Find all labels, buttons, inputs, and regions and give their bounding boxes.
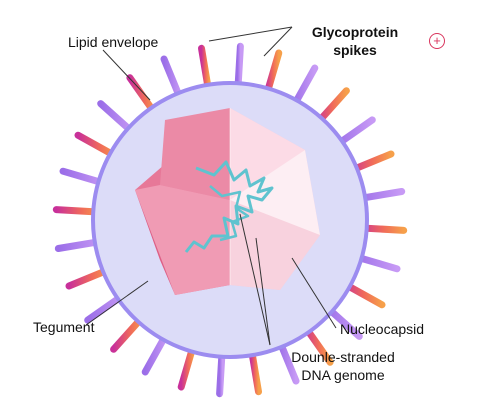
leader-dna-1 xyxy=(239,213,271,346)
glycoprotein-label-line1: Glycoprotein xyxy=(311,24,399,40)
leader-tegument xyxy=(85,280,149,326)
leader-lipid-envelope xyxy=(102,49,151,101)
nucleocapsid-label: Nucleocapsid xyxy=(340,321,425,337)
dna-genome-label: Dounle-stranded DNA genome xyxy=(282,348,404,384)
leader-glycoprotein-2 xyxy=(263,26,293,57)
lipid-envelope-label: Lipid envelope xyxy=(68,34,159,50)
expand-plus-icon[interactable]: + xyxy=(429,33,445,49)
leader-glycoprotein-1 xyxy=(208,26,293,42)
glycoprotein-label-line2: spikes xyxy=(333,42,377,58)
leader-nucleocapsid xyxy=(291,257,337,329)
tegument-label: Tegument xyxy=(33,319,95,335)
leader-lines xyxy=(85,26,337,346)
dna-label-line1: Dounle-stranded xyxy=(291,349,395,365)
leader-dna-2 xyxy=(255,237,271,346)
glycoprotein-spikes-label: Glycoprotein spikes xyxy=(305,23,405,59)
dna-strand xyxy=(184,160,274,253)
dna-label-line2: DNA genome xyxy=(301,367,385,383)
